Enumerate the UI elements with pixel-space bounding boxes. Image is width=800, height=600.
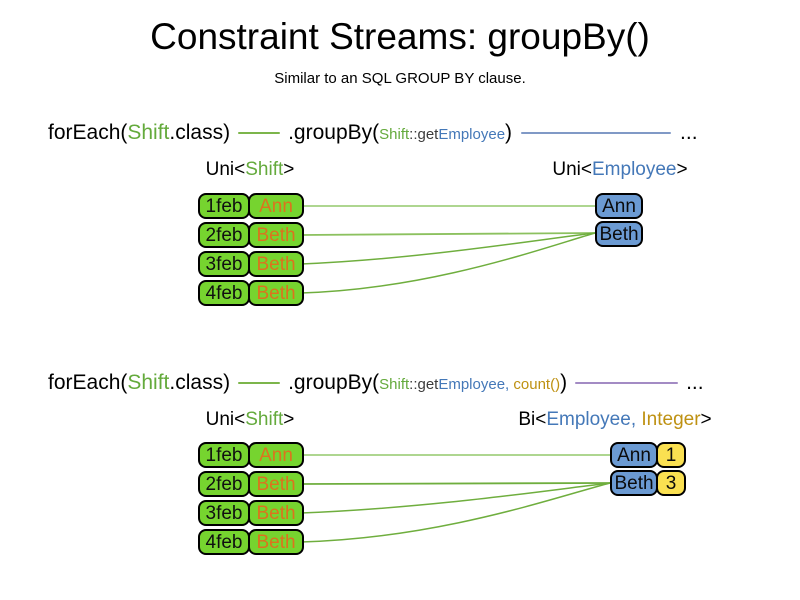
green-connector-line [238,132,281,134]
shift-row: 1feb Ann [198,442,304,468]
code1-close: ) [505,121,513,144]
connector2-4feb-beth [300,482,611,543]
diagram1-left-header: Uni<Shift> [205,159,295,180]
diagram2-left-header: Uni<Shift> [205,409,295,430]
shift-row: 1feb Ann [198,193,304,219]
shift-row: 3feb Beth [198,500,304,526]
code-line-1: forEach(Shift.class) .groupBy(Shift::get… [48,121,698,145]
shift-date-cell: 4feb [198,280,250,306]
group-box-ann: Ann [595,193,643,219]
shift-name-cell: Beth [248,280,304,306]
code2-groupby: .groupBy( [288,371,380,394]
shift-date-cell: 3feb [198,251,250,277]
count-box-ann: 1 [656,442,686,468]
code2-count-fn: count() [513,376,561,393]
shift-name-cell: Beth [248,471,304,497]
shift-name-cell: Ann [248,442,304,468]
diagram1-right-header: Uni<Employee> [552,159,688,180]
code2-arg-method: ::get [409,376,439,393]
green-connector-line [238,382,281,384]
code1-foreach-close: .class) [169,121,231,144]
group-box-beth: Beth [610,470,658,496]
code1-foreach-arg: Shift [127,121,170,144]
shift-name-cell: Ann [248,193,304,219]
shift-name-cell: Beth [248,500,304,526]
code1-groupby: .groupBy( [288,121,380,144]
code2-foreach-arg: Shift [127,371,170,394]
code-line-2: forEach(Shift.class) .groupBy(Shift::get… [48,371,704,395]
code2-close: ) [560,371,568,394]
connector-2feb-beth [300,232,596,236]
shift-date-cell: 3feb [198,500,250,526]
subtitle: Similar to an SQL GROUP BY clause. [274,70,526,87]
shift-row: 2feb Beth [198,471,304,497]
purple-connector-line [575,382,679,384]
group-box-beth: Beth [595,221,643,247]
shift-date-cell: 2feb [198,471,250,497]
shift-date-cell: 4feb [198,529,250,555]
shift-date-cell: 1feb [198,193,250,219]
shift-name-cell: Beth [248,251,304,277]
group-box-ann: Ann [610,442,658,468]
shift-row: 4feb Beth [198,280,304,306]
page-title: Constraint Streams: groupBy() [150,16,650,57]
code1-arg-class: Shift [379,126,410,143]
connector2-3feb-beth [300,482,611,514]
shift-name-cell: Beth [248,222,304,248]
diagram2-right-header: Bi<Employee, Integer> [518,409,712,430]
shift-date-cell: 1feb [198,442,250,468]
count-box-beth: 3 [656,470,686,496]
connector2-2feb-beth [300,482,611,485]
code2-foreach: forEach( [48,371,128,394]
code2-arg-type: Employee [438,376,506,393]
shift-date-cell: 2feb [198,222,250,248]
code2-comma: , [505,376,514,393]
connector-4feb-beth [300,232,596,294]
code1-arg-type: Employee [438,126,506,143]
shift-row: 3feb Beth [198,251,304,277]
shift-row: 4feb Beth [198,529,304,555]
shift-name-cell: Beth [248,529,304,555]
connector-3feb-beth [300,232,596,265]
code1-ellipsis: ... [680,121,698,144]
code1-foreach: forEach( [48,121,128,144]
blue-connector-line [521,132,672,134]
code2-arg-class: Shift [379,376,410,393]
code2-foreach-close: .class) [169,371,231,394]
code1-arg-method: ::get [409,126,439,143]
shift-row: 2feb Beth [198,222,304,248]
code2-ellipsis: ... [686,371,704,394]
